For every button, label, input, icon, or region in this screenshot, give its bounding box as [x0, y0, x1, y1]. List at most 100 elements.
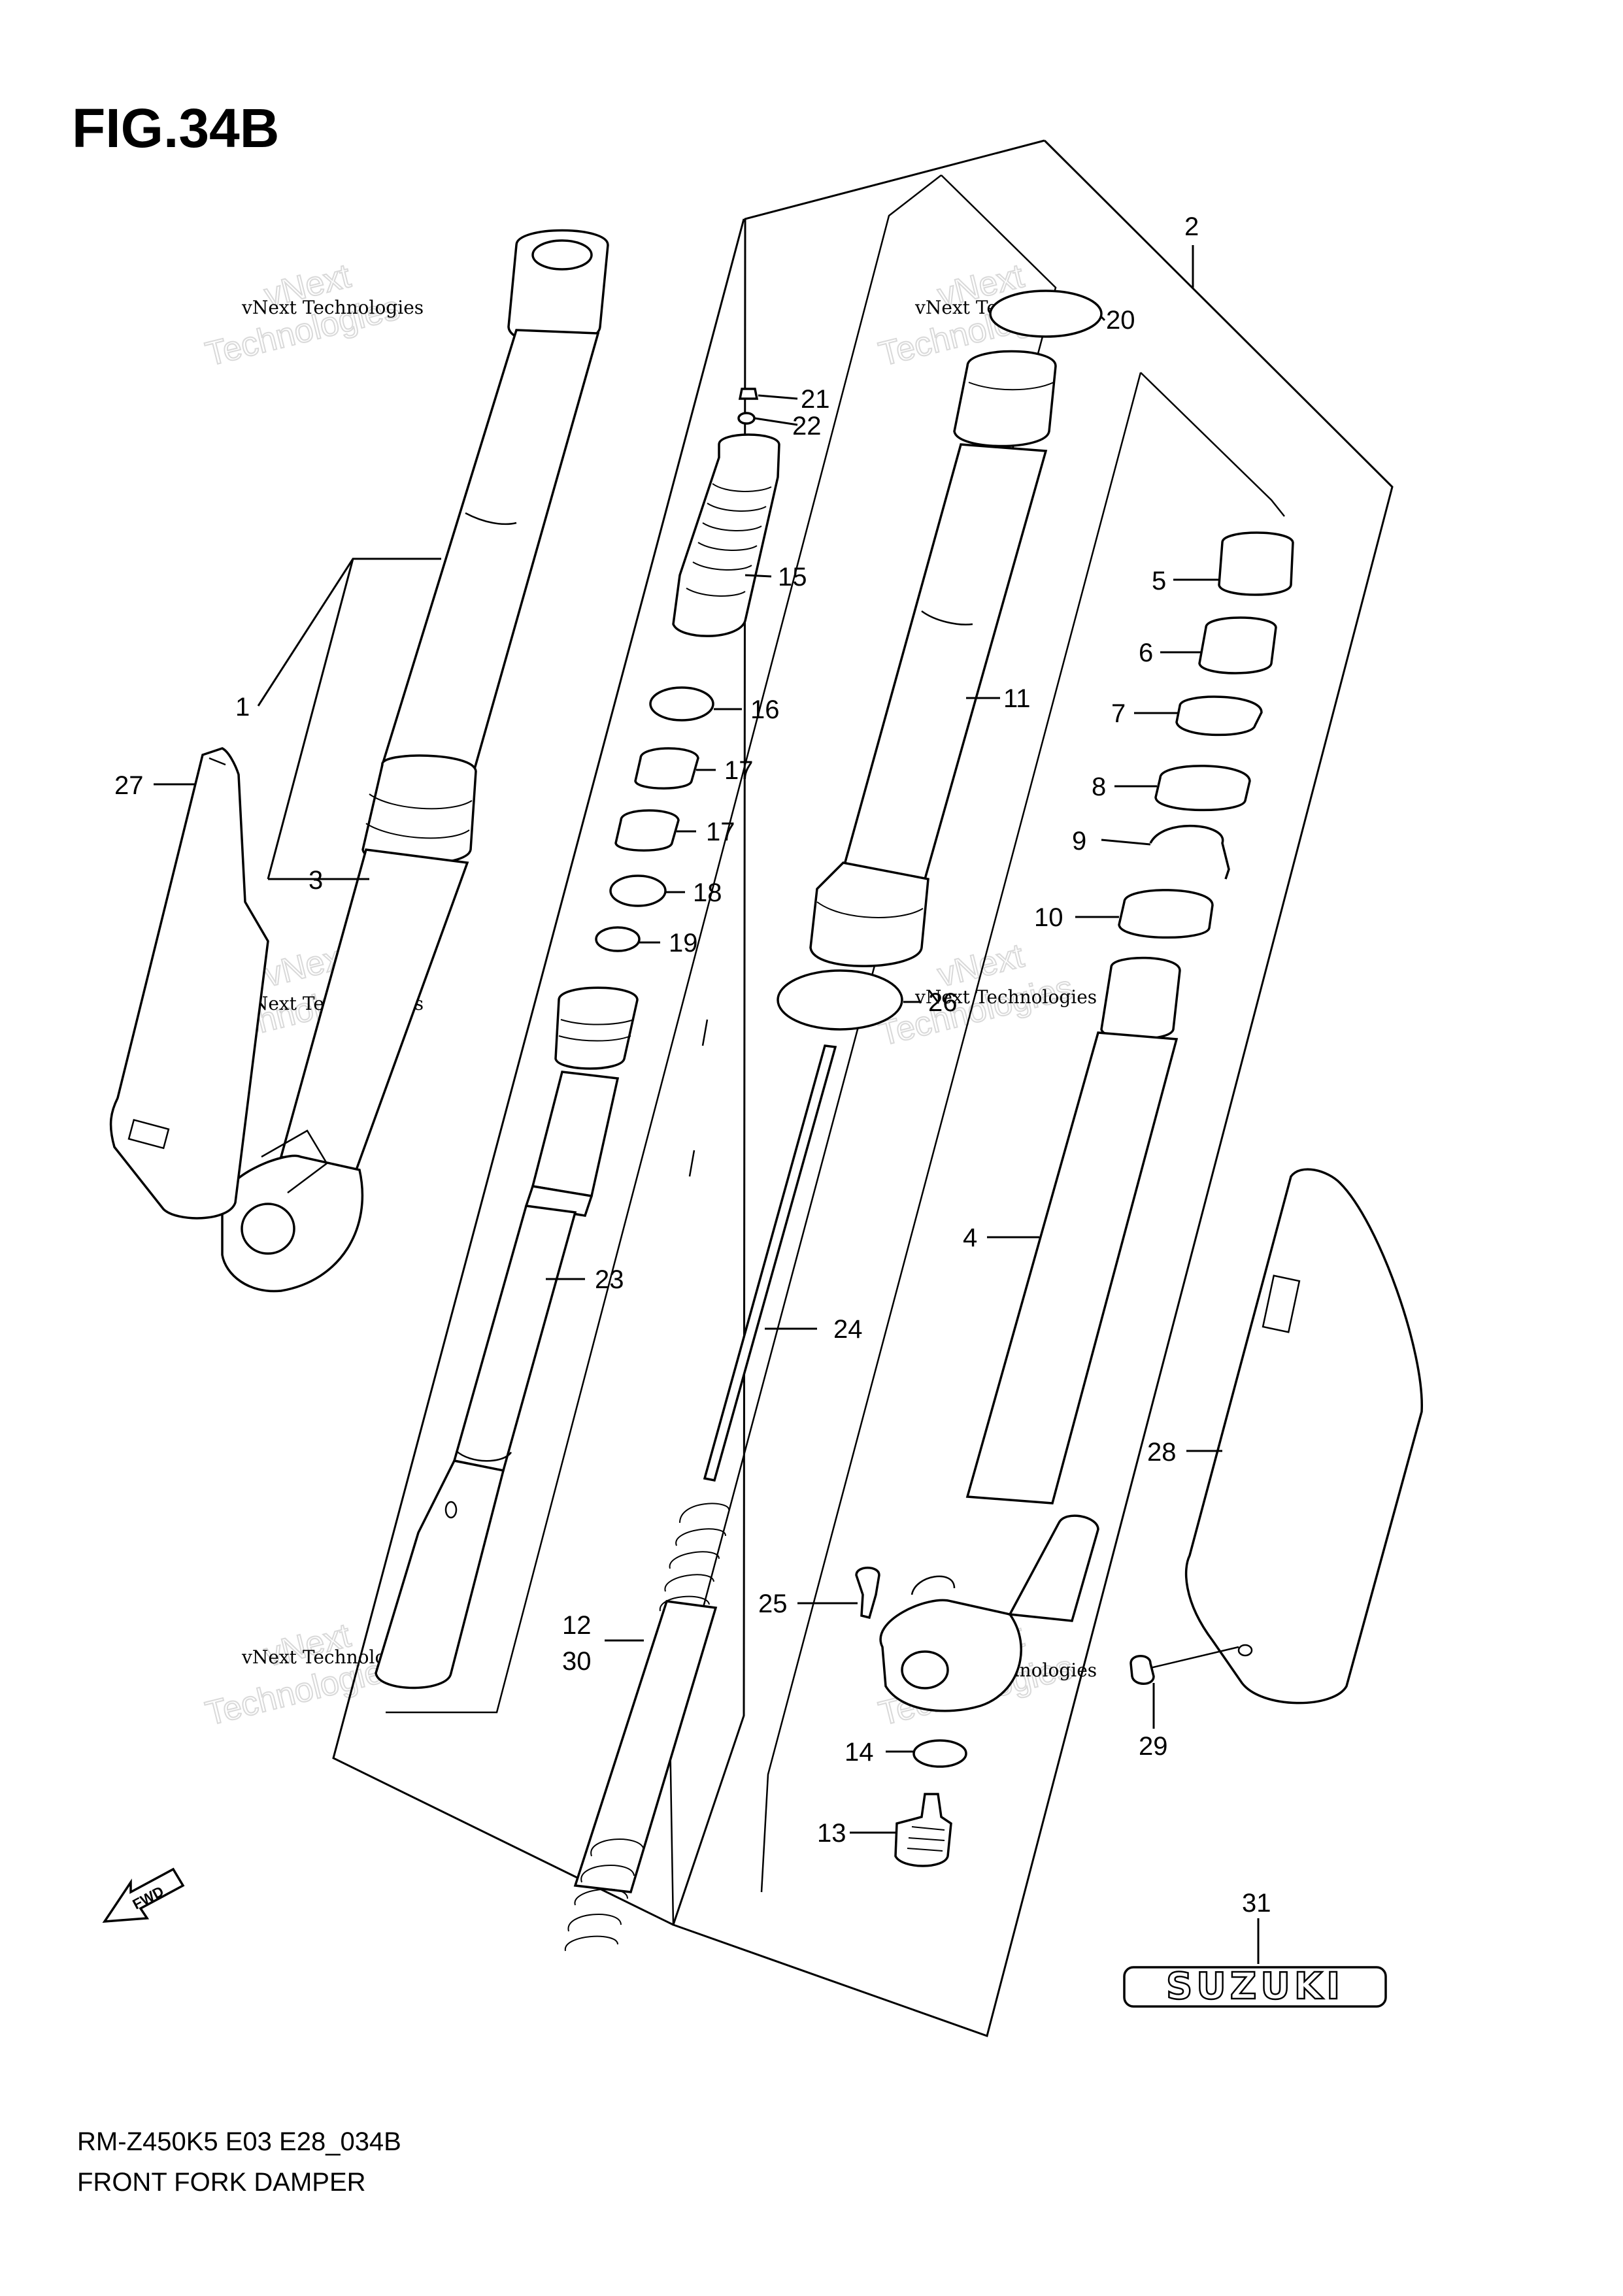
ring-18	[609, 874, 667, 907]
leader-20	[1100, 316, 1106, 322]
figure-caption: FRONT FORK DAMPER	[77, 2168, 366, 2197]
axle-hole	[241, 1203, 295, 1255]
fork-guard-left	[109, 747, 269, 1220]
upper-spring-coils	[659, 1503, 729, 1612]
callout-6: 6	[1139, 639, 1153, 667]
callout-9: 9	[1072, 827, 1086, 856]
suzuki-logo: SUZUKI	[1166, 1965, 1344, 2008]
callout-7: 7	[1111, 699, 1126, 728]
inner-frame-mid-dash	[688, 1150, 695, 1177]
model-code: RM-Z450K5 E03 E28_034B	[77, 2127, 401, 2156]
decal-outline	[1123, 1966, 1387, 2008]
callout-2: 2	[1184, 212, 1199, 241]
callout-23: 23	[595, 1265, 624, 1294]
fwd-arrow-icon	[102, 1867, 185, 1923]
leader-lines	[154, 245, 1260, 1964]
slider-bands	[816, 901, 924, 918]
part-guard-bolt	[1129, 1646, 1239, 1685]
thread-lines	[558, 1019, 635, 1042]
part-bushings-and-seals	[1118, 531, 1294, 939]
part-spring-assembly	[564, 1503, 729, 1952]
callout-labels: 1 2 3 4 5 6 7 8 9 10 11 12 30 13 14 15 1…	[114, 212, 1271, 1918]
fork-guide-bushing-ring	[361, 754, 477, 866]
bracket-arm	[1008, 1514, 1099, 1622]
bushing-6	[1198, 616, 1277, 674]
cartridge-ring	[456, 1450, 512, 1462]
cartridge-port	[444, 1501, 458, 1519]
part-outer-tube-right	[879, 956, 1181, 1712]
tube-highlight	[921, 610, 973, 625]
part-o-rings	[777, 290, 1103, 1031]
oil-seal-8	[1154, 765, 1251, 812]
callout-31: 31	[1242, 1889, 1271, 1918]
callout-15: 15	[778, 563, 807, 591]
part-base-valve	[894, 1739, 967, 1867]
guard-tab	[209, 757, 226, 766]
fork-outer-upper-tube	[380, 329, 600, 773]
bleed-screw-25	[855, 1567, 880, 1620]
callout-29: 29	[1139, 1732, 1168, 1761]
leader-22	[754, 417, 798, 426]
inner-tube-slider	[809, 861, 929, 967]
bolt-shank	[1150, 1646, 1239, 1669]
cartridge-upper-body	[531, 1071, 620, 1197]
right-axle-bracket	[879, 1599, 1022, 1712]
callout-25: 25	[758, 1589, 788, 1618]
inner-frame-right-lower	[760, 372, 1142, 1893]
washer-22	[737, 412, 756, 425]
gasket-14	[912, 1739, 967, 1768]
inner-frame-left-b	[386, 175, 942, 1714]
callout-5: 5	[1152, 567, 1166, 595]
fork-cap-nut	[531, 239, 593, 271]
dust-seal-10	[1118, 889, 1214, 939]
spring-tube	[573, 1600, 718, 1893]
callout-14: 14	[845, 1738, 874, 1767]
part-damper-rod	[703, 1044, 837, 1482]
bushing-5	[1218, 531, 1294, 596]
bolt-29	[1129, 1655, 1155, 1685]
o-ring-16	[649, 686, 714, 722]
callout-18: 18	[693, 878, 722, 907]
callout-28: 28	[1147, 1438, 1177, 1467]
callout-12: 12	[562, 1611, 592, 1640]
right-bracket-boss	[911, 1575, 956, 1595]
part-cartridge-cylinder	[375, 986, 639, 1689]
bolt-21	[738, 388, 759, 400]
callout-13: 13	[817, 1819, 846, 1848]
callout-21: 21	[801, 385, 830, 414]
tube-highlight	[465, 512, 517, 525]
guard-bolt-hole	[1237, 1644, 1253, 1657]
leader-15	[745, 574, 772, 578]
callout-3: 3	[309, 866, 323, 895]
part-left-fork-guard	[109, 747, 269, 1220]
damper-rod	[703, 1044, 837, 1482]
valve-threads	[907, 1826, 945, 1852]
cartridge-bottom-sleeve	[375, 1459, 505, 1689]
stopper-ring-9	[1149, 825, 1230, 880]
guard-slot	[127, 1118, 170, 1150]
callout-22: 22	[792, 412, 822, 441]
callout-4: 4	[963, 1223, 977, 1252]
bracket-bolt	[261, 1129, 328, 1193]
inner-tube-body	[841, 443, 1048, 880]
o-ring-20	[989, 290, 1103, 338]
callout-20: 20	[1106, 306, 1135, 335]
washer-7	[1175, 695, 1263, 737]
watermark-small-text: vNext Technologies	[914, 986, 1097, 1008]
callout-17b: 17	[706, 818, 735, 846]
callout-30: 30	[562, 1647, 592, 1676]
damper-valve-15	[672, 433, 780, 637]
ring-19	[595, 926, 641, 952]
leader-9	[1101, 839, 1151, 846]
callout-16: 16	[750, 695, 780, 724]
callout-10: 10	[1034, 903, 1063, 932]
ring-bands	[365, 793, 473, 839]
inner-frame-right	[1140, 372, 1285, 517]
leader-21	[758, 394, 798, 400]
callout-24: 24	[833, 1315, 863, 1344]
part-inner-tube-middle	[809, 350, 1057, 967]
fork-guard-right	[1184, 1168, 1423, 1705]
callout-26: 26	[928, 988, 958, 1017]
valve-spring-coils	[686, 483, 772, 597]
